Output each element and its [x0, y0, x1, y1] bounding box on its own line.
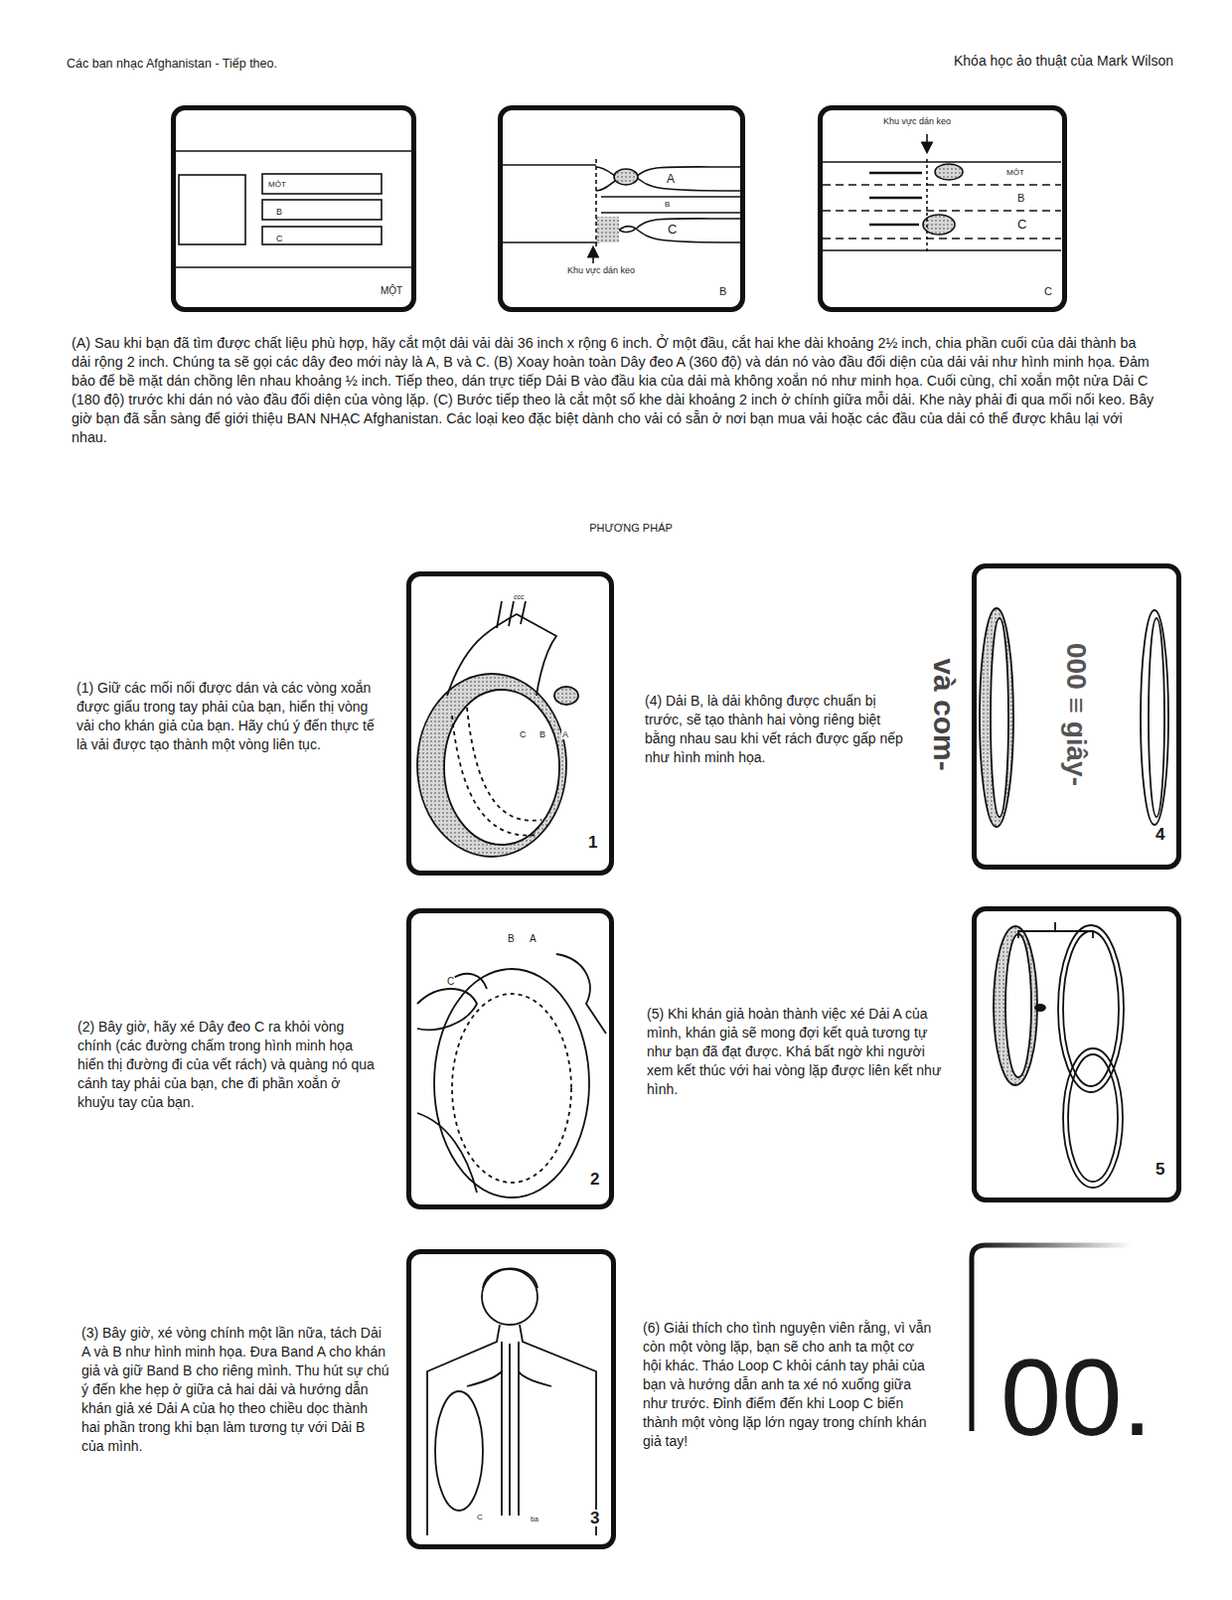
panel-label: MỘT	[1005, 168, 1026, 177]
panel-label: B	[1016, 192, 1026, 204]
illustration-panel: Cba 3	[406, 1248, 616, 1549]
panel-label: B	[506, 933, 516, 944]
panel-label: B	[275, 207, 284, 217]
panel-label: 000 ≡ giây-	[1062, 641, 1090, 787]
panel-label: A	[665, 172, 676, 185]
panel-number: 2	[589, 1170, 601, 1188]
panel-5-art	[993, 922, 1124, 1188]
body-text: (1) Giữ các mối nối được dán và các vòng…	[76, 678, 380, 755]
panel-label: 00.	[999, 1342, 1154, 1452]
panel-number: 1	[587, 833, 599, 851]
panel-label: C	[518, 730, 528, 740]
panel-1-art	[417, 601, 579, 857]
body-text: (A) Sau khi bạn đã tìm được chất liệu ph…	[71, 333, 1157, 448]
illustration-panel: 00.	[969, 1242, 1182, 1592]
panel-label: ba	[529, 1515, 540, 1523]
panel-label: A	[561, 730, 570, 740]
panel-label: C	[475, 1513, 484, 1522]
panel-label: B	[718, 286, 728, 298]
panel-label: C	[1043, 286, 1054, 298]
illustration-panel: 5	[971, 906, 1182, 1203]
section-heading: PHƯƠNG PHÁP	[531, 521, 731, 535]
panel-label: A	[528, 933, 538, 944]
panel-label: Khu vực dán keo	[566, 266, 636, 276]
body-text: (4) Dải B, là dải không được chuẩn bị tr…	[644, 691, 916, 768]
panel-2-art	[417, 953, 607, 1198]
panel-label: B	[538, 730, 547, 740]
illustration-panel: MỘT B C MỘT	[170, 105, 417, 312]
page-header: Các ban nhạc Afghanistan - Tiếp theo.	[66, 56, 464, 72]
panel-3-art	[427, 1268, 597, 1537]
panel-number: 5	[1154, 1160, 1166, 1178]
body-text: (2) Bây giờ, hãy xé Dây đeo C ra khỏi vò…	[77, 1017, 381, 1112]
illustration-panel: 000 ≡ giây- 4	[971, 563, 1182, 870]
panel-label: C	[1016, 217, 1028, 231]
body-text: (3) Bây giờ, xé vòng chính một lần nữa, …	[81, 1323, 390, 1456]
illustration-panel: cccCB A 1	[406, 571, 615, 876]
body-text: (6) Giải thích cho tình nguyện viên rằng…	[642, 1318, 933, 1451]
panel-label: B	[663, 200, 671, 209]
body-text: và com-	[927, 657, 960, 770]
panel-label: C	[275, 234, 285, 244]
panel-label: C	[666, 222, 678, 236]
illustration-panel: B A C 2	[406, 908, 615, 1210]
illustration-panel: Khu vực dán keoMỘT B C C	[817, 105, 1068, 312]
panel-label: MỘT	[267, 180, 288, 189]
panel-number: 4	[1154, 825, 1166, 843]
body-text: (5) Khi khán giả hoàn thành việc xé Dải …	[646, 1004, 950, 1099]
panel-c-art	[822, 134, 1062, 254]
panel-label: C	[446, 976, 456, 987]
panel-label: MỘT	[379, 286, 404, 297]
panel-b-art	[501, 158, 741, 264]
panel-number: 3	[589, 1509, 601, 1527]
panel-label: ccc	[512, 593, 526, 601]
panel-label: Khu vực dán keo	[882, 117, 952, 127]
illustration-panel: ABCKhu vực dán keoB	[497, 105, 746, 312]
page-header: Khóa học ảo thuật của Mark Wilson	[874, 52, 1174, 70]
panel-4-art	[979, 608, 1169, 827]
panel-a-art	[175, 151, 412, 268]
